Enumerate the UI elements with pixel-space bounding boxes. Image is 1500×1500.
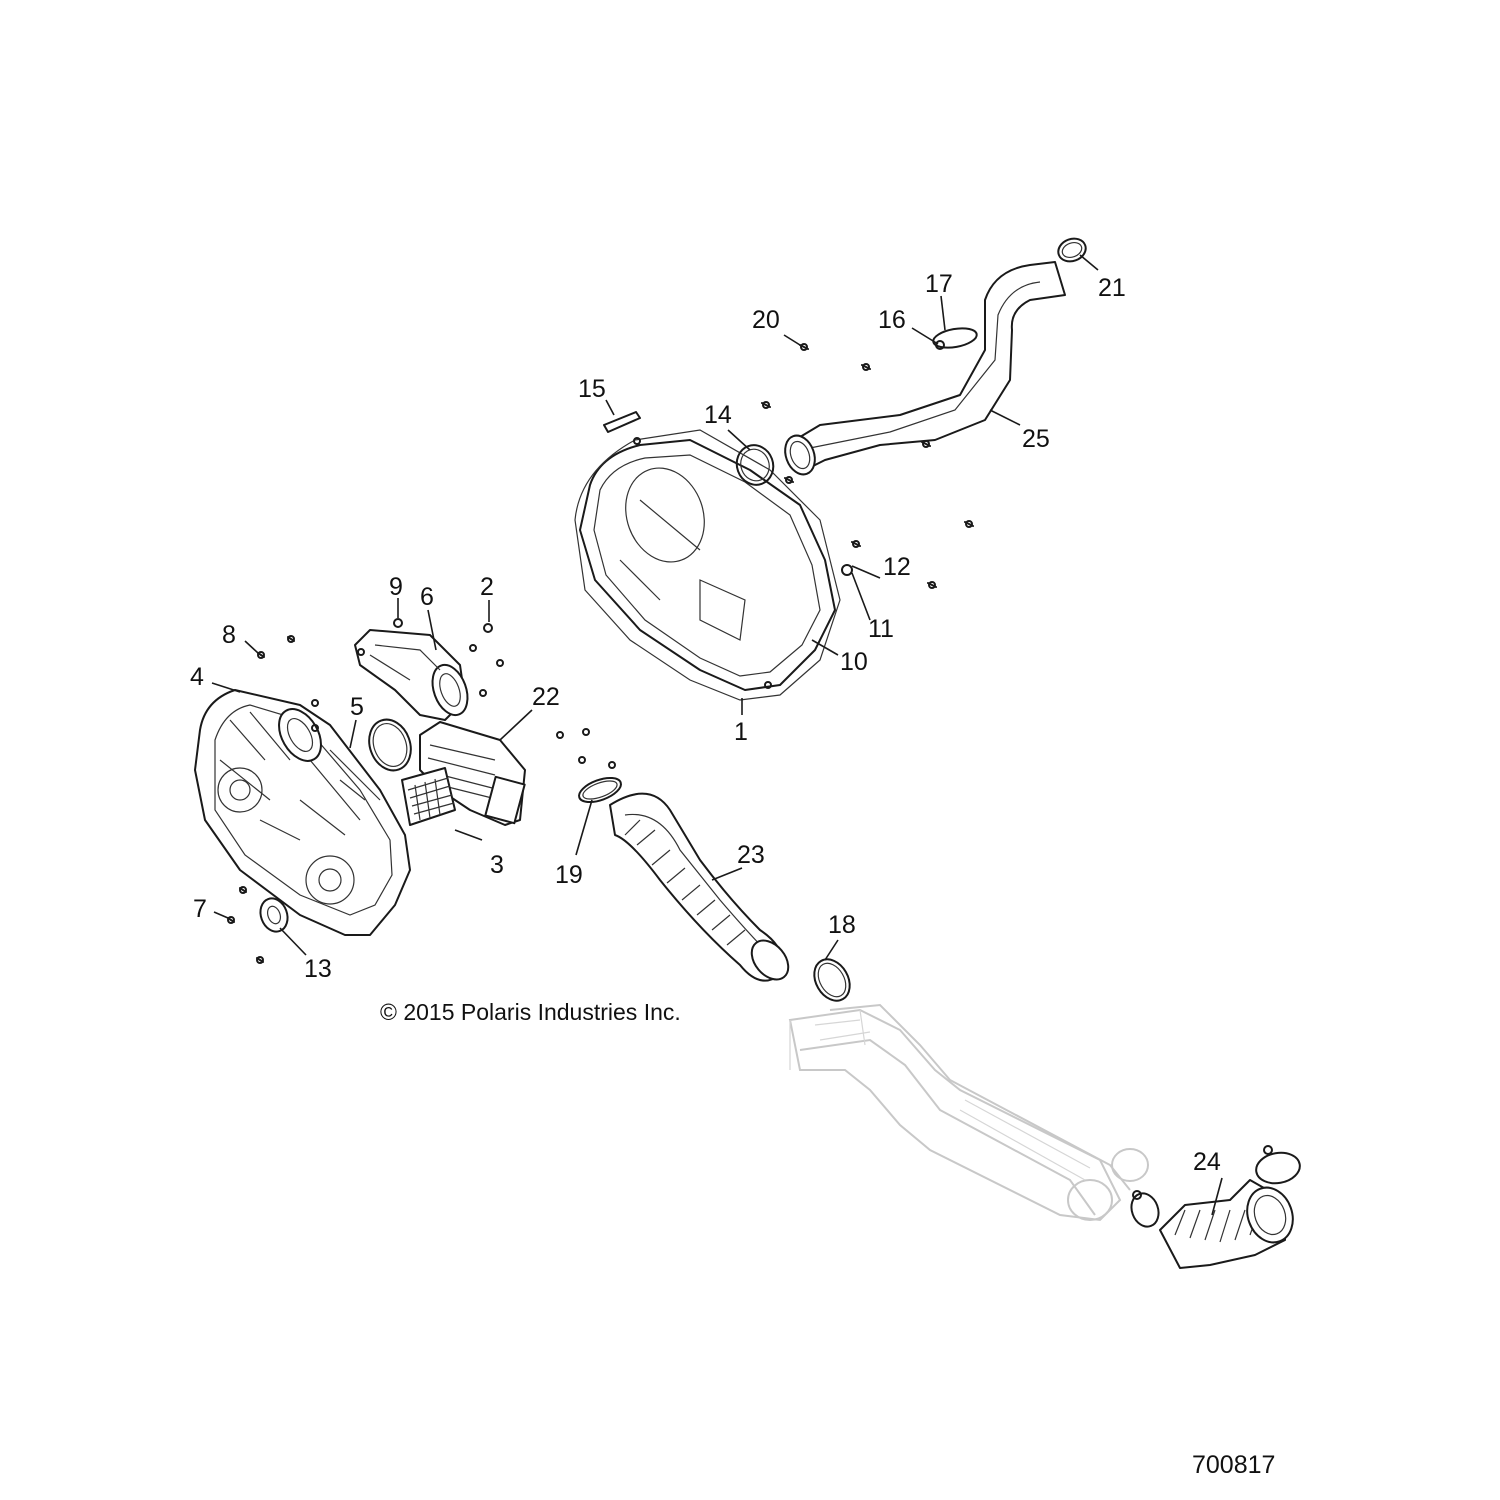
callout-9: 9 [389,573,403,601]
callout-21: 21 [1098,274,1126,302]
leader-lines [211,254,1223,1216]
callout-7: 7 [193,895,207,923]
callout-6: 6 [420,583,434,611]
callout-4: 4 [190,663,204,691]
callout-2: 2 [480,573,494,601]
seal-ring-13 [259,897,289,933]
bolts-center [311,618,616,769]
filter-3 [401,767,456,826]
callout-10: 10 [840,648,868,676]
clamp-19 [578,776,622,804]
callout-24: 24 [1193,1148,1221,1176]
callout-23: 23 [737,841,765,869]
hose-24 [1130,1145,1301,1269]
callout-14: 14 [704,401,732,429]
bolts-left [227,635,295,964]
hose-23 [609,792,790,982]
clamp-21 [1057,237,1087,263]
callout-12: 12 [883,553,911,581]
callout-20: 20 [752,306,780,334]
strap-16-17 [932,327,978,350]
callout-19: 19 [555,861,583,889]
outer-clutch-cover [574,429,841,701]
copyright-notice: © 2015 Polaris Industries Inc. [380,999,681,1025]
callout-5: 5 [350,693,364,721]
callout-17: 17 [925,270,953,298]
callout-18: 18 [828,911,856,939]
duct-adapter-6 [354,629,469,721]
callout-22: 22 [532,683,560,711]
callout-3: 3 [490,851,504,879]
clamp-18 [813,958,851,1002]
intake-22 [419,721,526,826]
ghost-twin-duct [788,1003,1149,1222]
callout-11: 11 [868,615,894,643]
plate-15 [603,411,641,433]
hose-25 [784,261,1066,476]
callout-25: 25 [1022,425,1050,453]
callout-13: 13 [304,955,332,983]
callout-16: 16 [878,306,906,334]
callout-8: 8 [222,621,236,649]
callouts: 1 2 3 4 5 6 7 8 9 10 11 12 13 14 15 16 1… [190,270,1221,1176]
inner-clutch-cover [194,689,411,936]
bolts-right [761,343,974,589]
callout-1: 1 [734,718,748,746]
callout-15: 15 [578,375,606,403]
clamp-5 [368,718,412,772]
diagram-id: 700817 [1192,1451,1275,1479]
